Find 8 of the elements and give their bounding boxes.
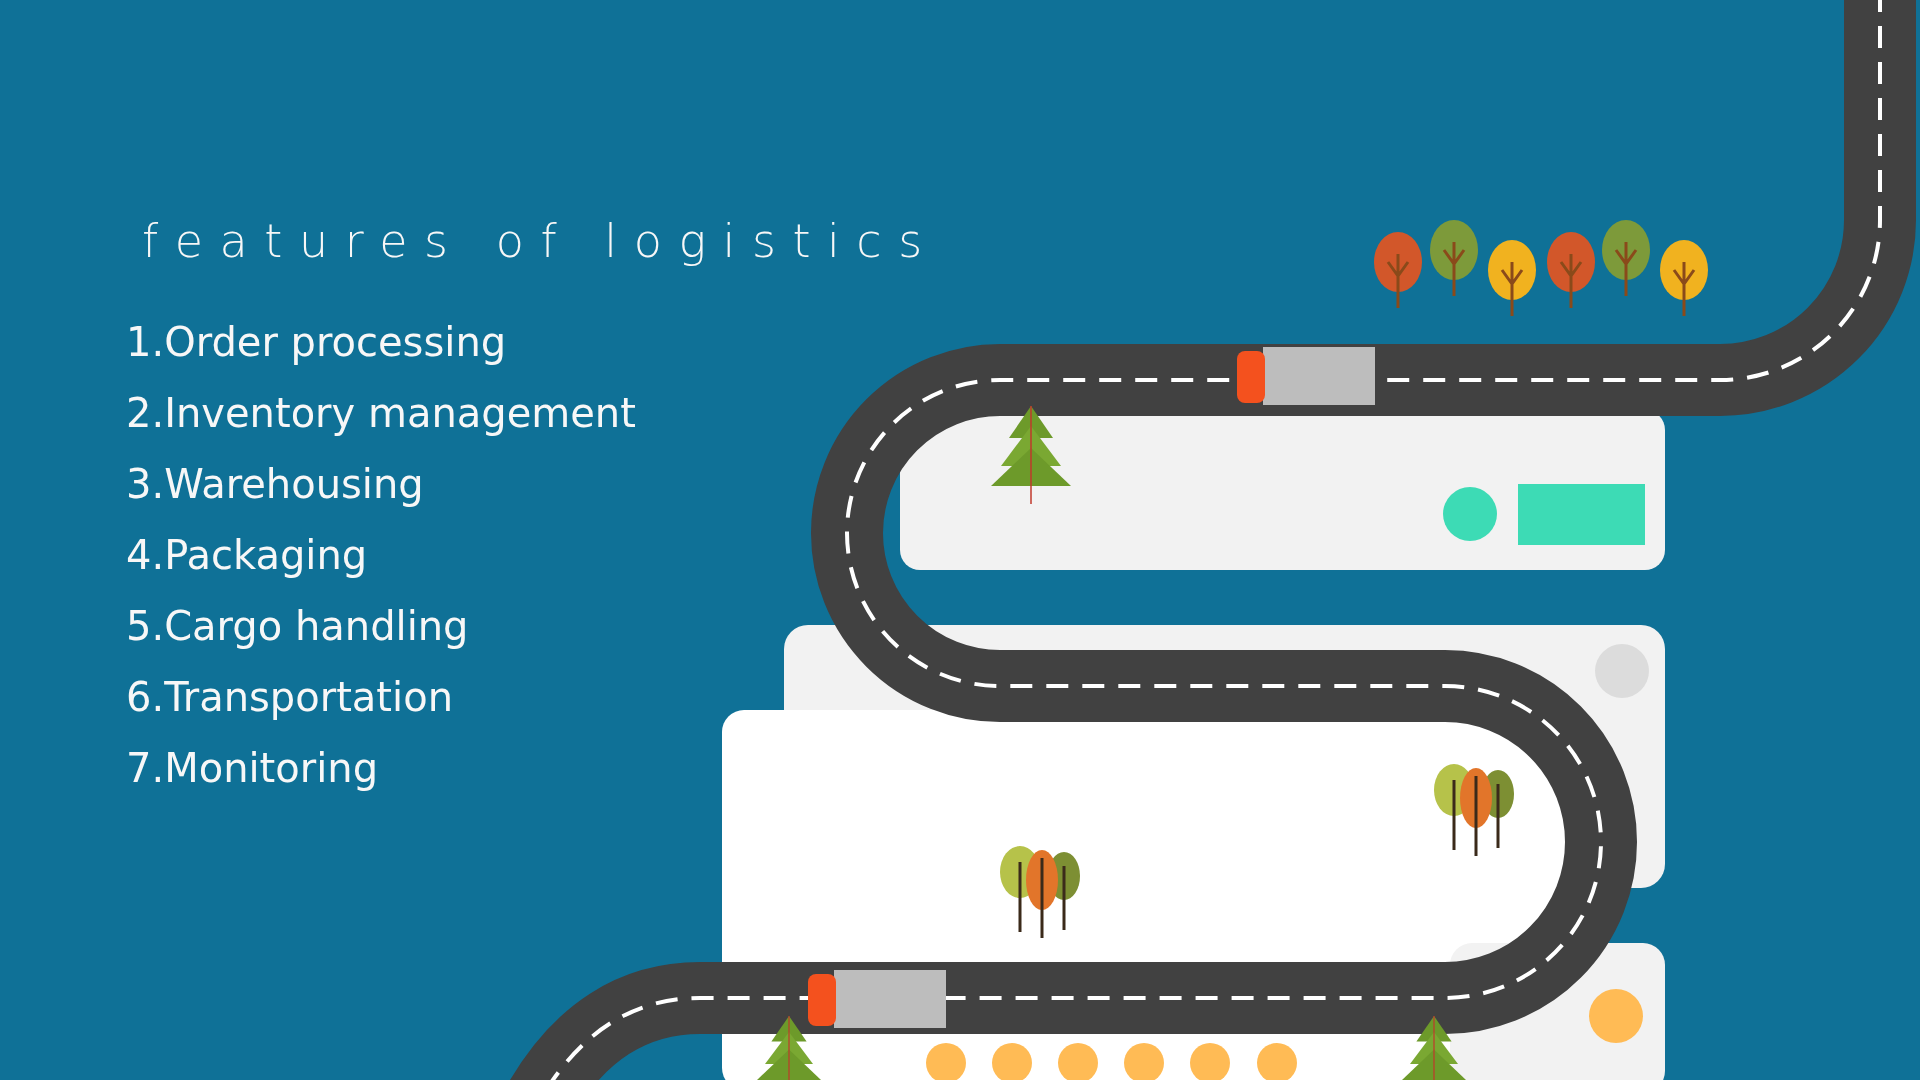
list-item: 3.Warehousing	[126, 460, 425, 510]
list-item: 6.Transportation	[126, 673, 454, 723]
list-item: 4.Packaging	[126, 531, 369, 581]
title: features of logistics	[142, 214, 939, 270]
list-item: 5.Cargo handling	[126, 602, 470, 652]
list-item: 7.Monitoring	[126, 744, 380, 794]
list-item: 1.Order processing	[126, 318, 508, 368]
list-item: 2.Inventory management	[126, 389, 637, 439]
